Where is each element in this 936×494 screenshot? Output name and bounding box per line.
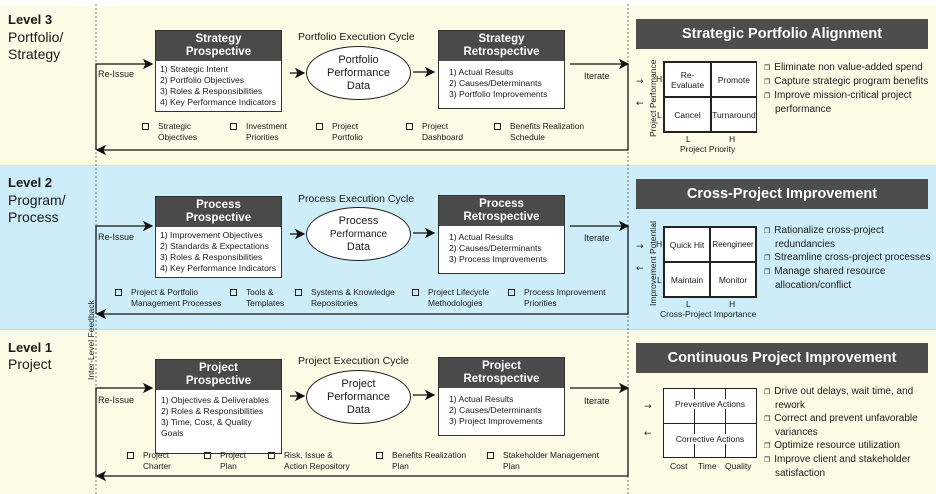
checkbox-icon [268,452,275,459]
iterate-label: Iterate [584,71,610,81]
panel-title: Strategic Portfolio Alignment [636,19,928,49]
iterate-label: Iterate [584,396,610,406]
checkbox-icon [295,289,302,296]
cycle-label: Process Execution Cycle [298,193,415,205]
cycle-label: Project Execution Cycle [298,355,409,367]
artifact-item: Risk, Issue &Action Repository [268,450,350,472]
checkbox-icon [204,452,211,459]
level-1-subtitle: Project [8,356,52,372]
checkbox-icon [412,289,419,296]
level-2-title: Level 2 [8,175,53,190]
x-axis-label: Cross-Project Importance [660,309,757,319]
level-3-title: Level 3 [8,12,53,27]
checkbox-icon [230,123,237,130]
reissue-label: Re-Issue [98,69,135,79]
action-matrix: Preventive Actions Corrective Actions [663,388,757,458]
checkbox-icon [115,289,122,296]
checkbox-icon [494,123,501,130]
panel-title: Cross-Project Improvement [636,179,928,209]
checkbox-icon [376,452,383,459]
reissue-label: Re-Issue [98,232,135,242]
level-3-subtitle: Portfolio/Strategy [8,29,64,62]
checkbox-icon [230,289,237,296]
iterate-label: Iterate [584,233,610,243]
benefit-list: Eliminate non value-added spendCapture s… [764,61,934,116]
level-2-subtitle: Program/Process [8,192,66,225]
y-axis-label: Improvement Potential [648,220,658,306]
artifact-item: Tools &Templates [230,287,284,309]
checkbox-icon [127,452,134,459]
checkbox-icon [406,123,413,130]
checkbox-icon [487,452,494,459]
benefit-list: Rationalize cross-project redundanciesSt… [764,224,934,292]
benefit-list: Drive out delays, wait time, and reworkC… [764,385,934,480]
checkbox-icon [508,289,515,296]
reissue-label: Re-Issue [98,395,135,405]
x-axis-label: Project Priority [680,144,736,154]
checkbox-icon [316,123,323,130]
checkbox-icon [142,123,149,130]
cycle-label: Portfolio Execution Cycle [298,31,415,43]
y-axis-label: Project Performance [648,59,658,137]
panel-title: Continuous Project Improvement [636,343,928,373]
level-1-title: Level 1 [8,340,53,355]
inter-level-feedback-label: Inter-Level Feedback [86,300,96,380]
